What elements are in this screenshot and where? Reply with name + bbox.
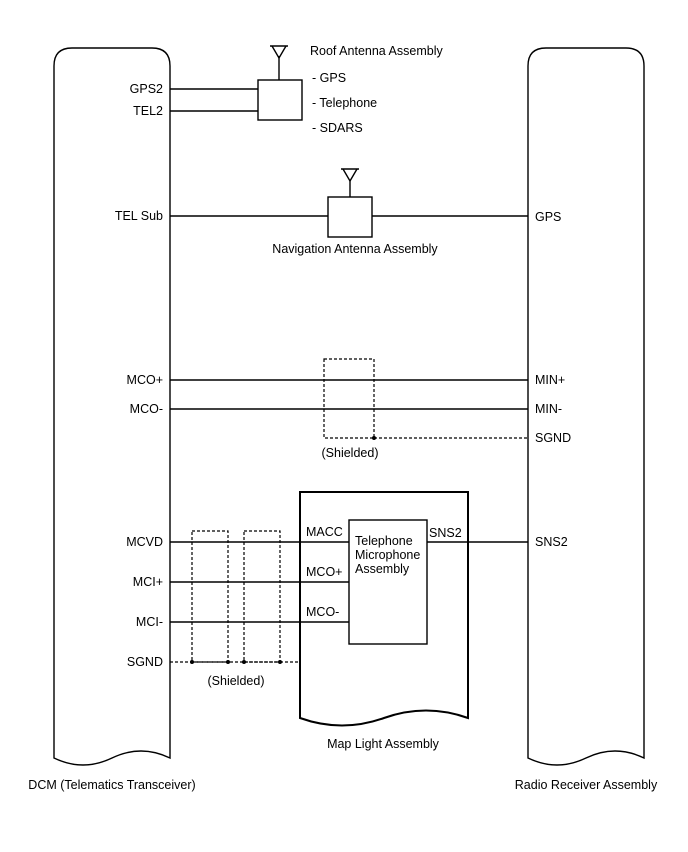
lower-shield-label: (Shielded) bbox=[208, 674, 265, 688]
map-light-pin-mco-minus: MCO- bbox=[306, 605, 339, 619]
roof-antenna-box bbox=[257, 79, 303, 121]
mic-label-line2: Microphone bbox=[355, 548, 420, 562]
mic-label-line1: Telephone bbox=[355, 534, 413, 548]
dcm-pin-gps2: GPS2 bbox=[130, 82, 163, 96]
roof-antenna-item-telephone: - Telephone bbox=[312, 96, 377, 110]
map-light-pin-macc: MACC bbox=[306, 525, 343, 539]
map-light-title: Map Light Assembly bbox=[327, 737, 440, 751]
lower-shield-node-1 bbox=[190, 660, 194, 664]
nav-antenna-title: Navigation Antenna Assembly bbox=[272, 242, 438, 256]
radio-pin-sgnd: SGND bbox=[535, 431, 571, 445]
dcm-pin-mci-plus: MCI+ bbox=[133, 575, 163, 589]
upper-shield bbox=[323, 358, 375, 439]
nav-antenna-box bbox=[327, 196, 373, 238]
dcm-pin-mci-minus: MCI- bbox=[136, 615, 163, 629]
dcm-component-body bbox=[53, 47, 171, 766]
roof-antenna-icon bbox=[270, 45, 288, 80]
dcm-pin-tel-sub: TEL Sub bbox=[115, 209, 163, 223]
radio-pin-gps: GPS bbox=[535, 210, 561, 224]
lower-shield-node-3 bbox=[242, 660, 246, 664]
map-light-pin-sns2: SNS2 bbox=[429, 526, 462, 540]
lower-shield-1 bbox=[191, 530, 229, 663]
dcm-pin-mco-plus: MCO+ bbox=[127, 373, 163, 387]
upper-shield-node bbox=[372, 436, 376, 440]
mic-label-line3: Assembly bbox=[355, 562, 410, 576]
upper-shield-label: (Shielded) bbox=[322, 446, 379, 460]
lower-shield-node-4 bbox=[278, 660, 282, 664]
map-light-pin-mco-plus: MCO+ bbox=[306, 565, 342, 579]
dcm-pin-sgnd: SGND bbox=[127, 655, 163, 669]
roof-antenna-item-gps: - GPS bbox=[312, 71, 346, 85]
radio-pin-min-minus: MIN- bbox=[535, 402, 562, 416]
lower-shield-node-2 bbox=[226, 660, 230, 664]
lower-shield-2 bbox=[243, 530, 281, 663]
dcm-pin-mco-minus: MCO- bbox=[130, 402, 163, 416]
dcm-title: DCM (Telematics Transceiver) bbox=[28, 778, 195, 792]
dcm-pin-mcvd: MCVD bbox=[126, 535, 163, 549]
radio-pin-sns2: SNS2 bbox=[535, 535, 568, 549]
radio-title: Radio Receiver Assembly bbox=[515, 778, 658, 792]
radio-component-body bbox=[527, 47, 645, 766]
radio-pin-min-plus: MIN+ bbox=[535, 373, 565, 387]
nav-antenna-icon bbox=[341, 168, 359, 197]
roof-antenna-item-sdars: - SDARS bbox=[312, 121, 363, 135]
roof-antenna-title: Roof Antenna Assembly bbox=[310, 44, 443, 58]
dcm-pin-tel2: TEL2 bbox=[133, 104, 163, 118]
